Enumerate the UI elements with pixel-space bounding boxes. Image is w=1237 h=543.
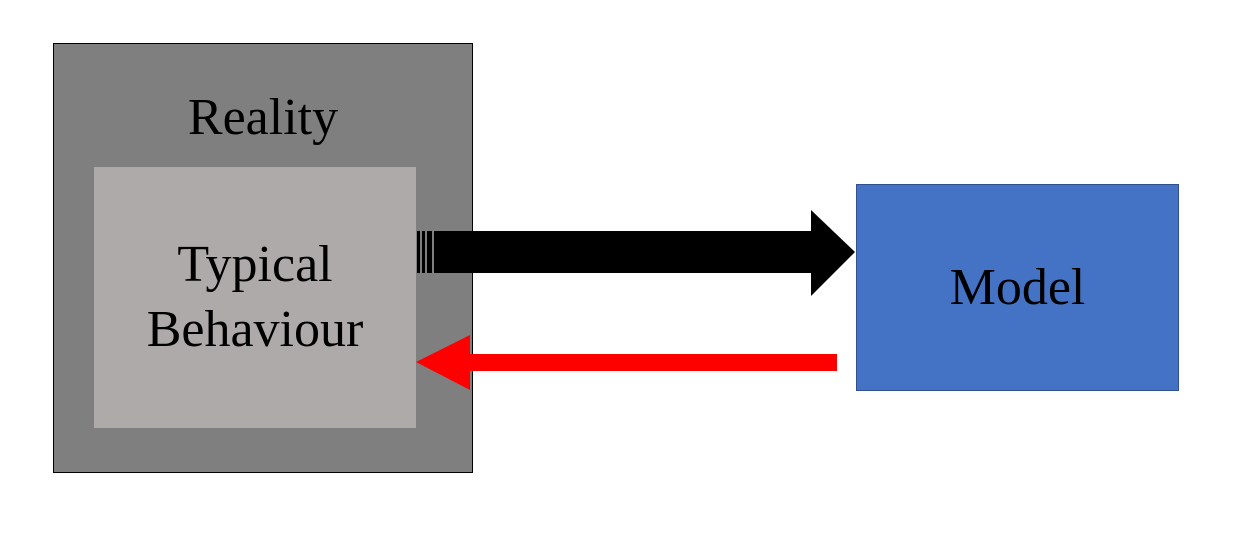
arrow-to-reality-body	[416, 335, 837, 390]
arrow-to-model-stripe-2	[422, 231, 425, 273]
typical-behaviour-box	[94, 167, 416, 428]
arrow-to-model	[417, 210, 855, 296]
model-label: Model	[949, 259, 1086, 316]
arrow-to-model-stripe-1	[417, 231, 420, 273]
arrow-to-model-body	[434, 210, 855, 296]
arrow-to-reality	[416, 335, 837, 390]
reality-label: Reality	[187, 89, 339, 146]
model-box	[856, 184, 1179, 391]
arrow-to-model-stripe-3	[427, 231, 432, 273]
typical-behaviour-label: Typical Behaviour	[146, 236, 364, 358]
